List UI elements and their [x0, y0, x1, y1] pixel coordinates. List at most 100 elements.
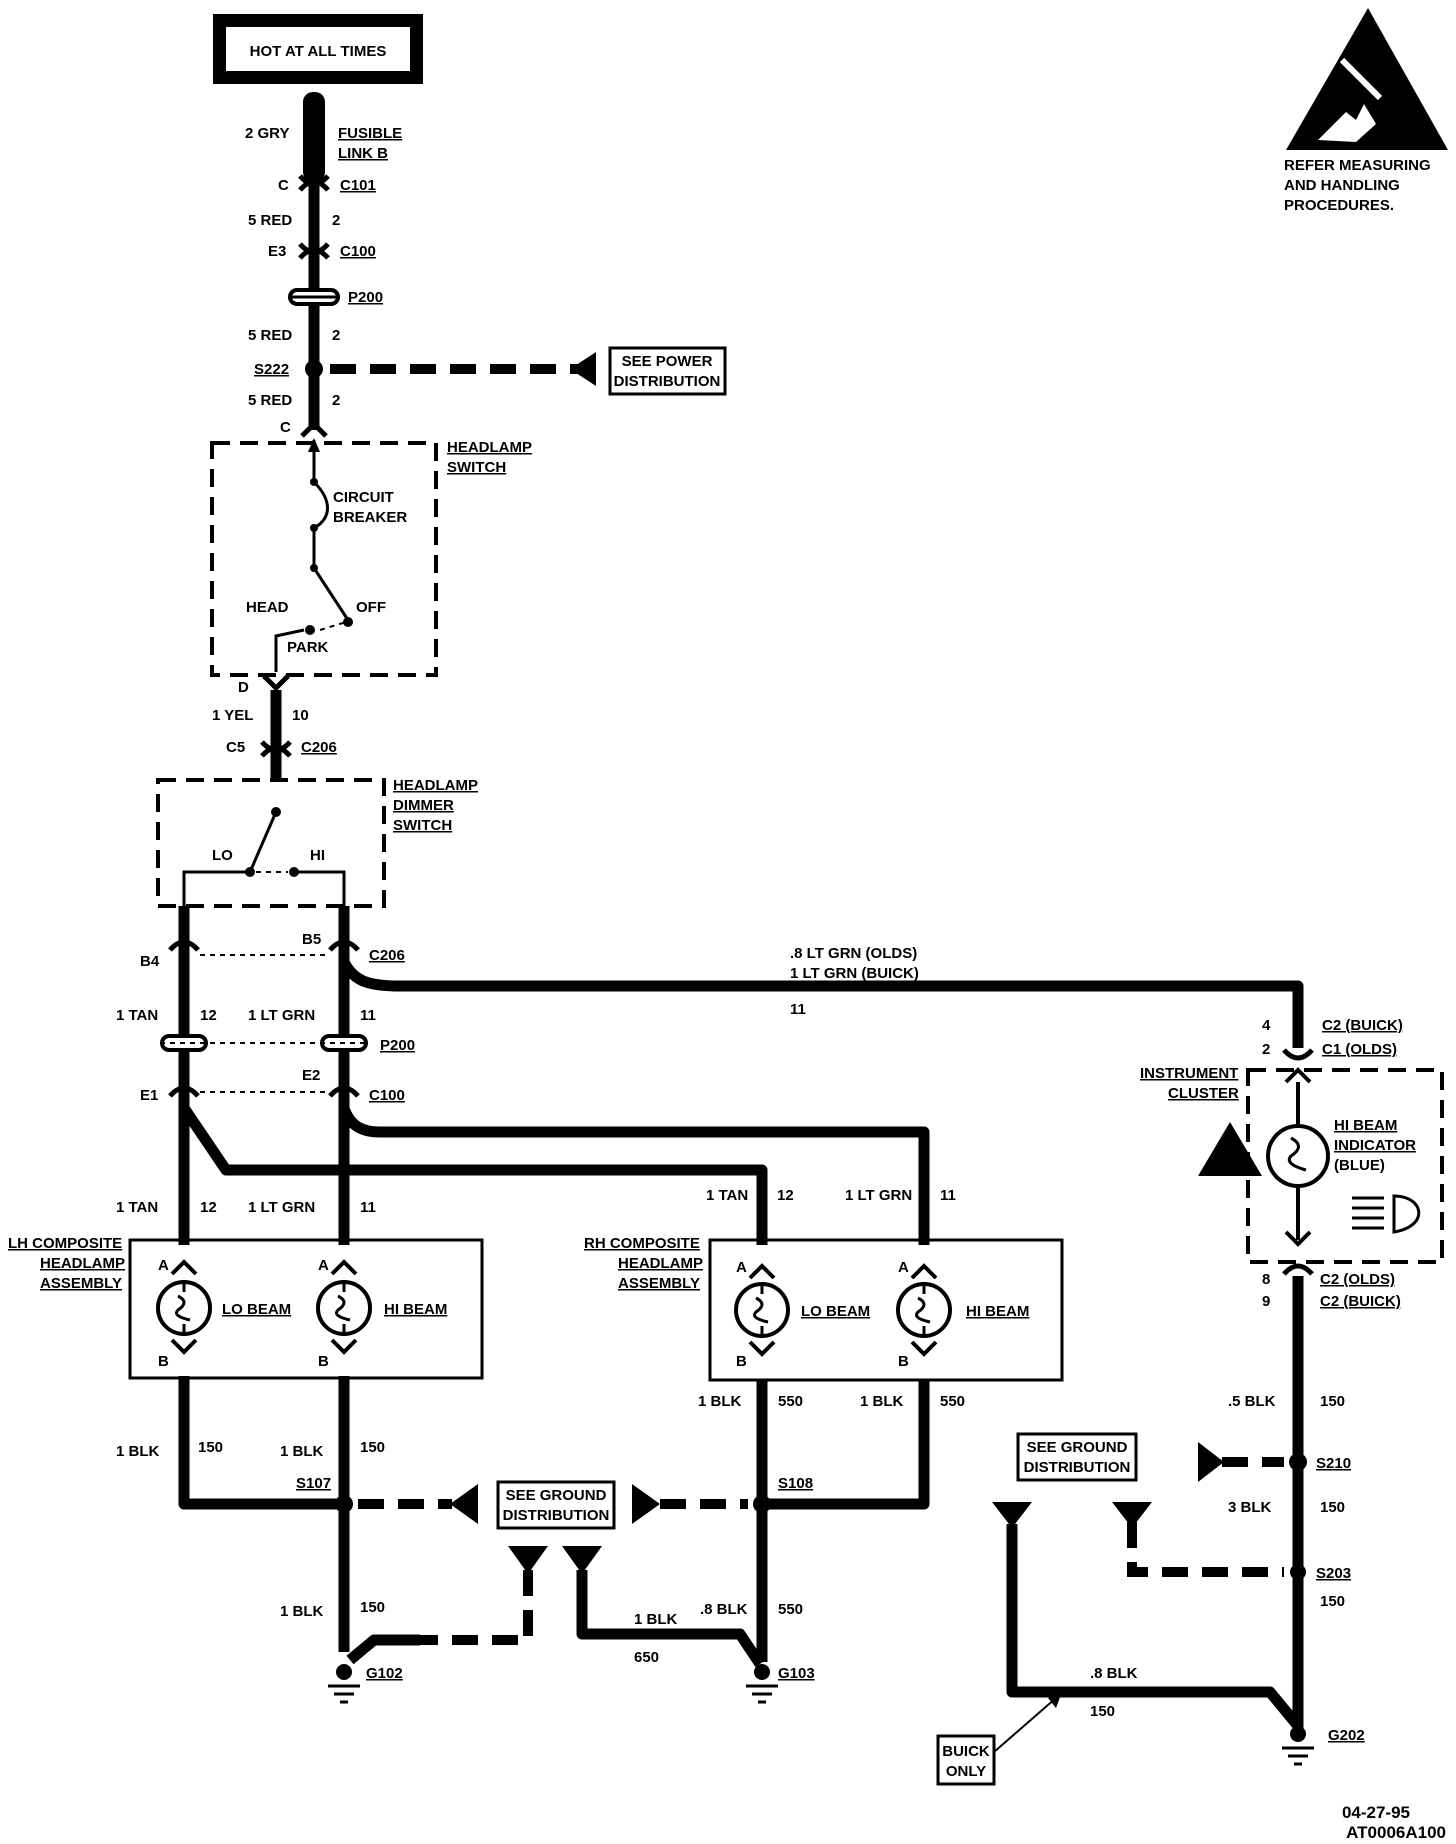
connector-c101	[298, 174, 330, 192]
switch-position-label: PARK	[287, 639, 329, 656]
pin-label: B5	[302, 931, 321, 948]
wire-label: 1 YEL	[212, 707, 253, 724]
lh-headlamp-assembly	[128, 1238, 484, 1380]
wire-tan-12-rh	[179, 1104, 768, 1245]
ground-label: G102	[366, 1665, 403, 1682]
connector-c100-top	[298, 242, 330, 260]
wire-lh-ground	[178, 1376, 350, 1652]
pin-label: 4	[1262, 1017, 1271, 1034]
wire-label: 11	[360, 1199, 376, 1216]
splice-label: S108	[778, 1475, 813, 1492]
circuit-breaker	[312, 440, 350, 621]
wire-label: 2	[332, 392, 340, 409]
dimmer-contacts	[182, 870, 346, 906]
component-label: DIMMER	[393, 797, 454, 814]
pin-label: A	[158, 1257, 169, 1274]
connector-c206-top	[260, 740, 292, 758]
ground-distribution-line	[420, 1570, 533, 1645]
buick-only-label: ONLY	[946, 1763, 986, 1780]
pin-label: 9	[1262, 1293, 1270, 1310]
ground-g102-icon	[336, 1664, 352, 1680]
pin-label: B	[736, 1353, 747, 1370]
diagram-id: AT0006A100	[1346, 1823, 1446, 1842]
esd-warning-icon	[1286, 8, 1448, 150]
wire-label: 11	[940, 1187, 956, 1204]
component-label: INDICATOR	[1334, 1137, 1416, 1154]
esd-warning-icon	[1198, 1122, 1262, 1176]
wire-label: .5 BLK	[1228, 1393, 1276, 1410]
splice-s108	[753, 1495, 771, 1513]
see-power-label: SEE POWER	[622, 353, 713, 370]
splice-label: S222	[254, 361, 289, 378]
wire-label: 150	[1320, 1499, 1345, 1516]
pin-label: B	[898, 1353, 909, 1370]
component-label: ASSEMBLY	[40, 1275, 122, 1292]
fusible-link-b	[303, 92, 325, 182]
wire-rh-ground	[756, 1380, 930, 1662]
ground-arrow-icon	[508, 1546, 548, 1574]
hi-beam-indicator-bulb-icon	[1266, 1124, 1330, 1188]
wire-label: 550	[778, 1601, 803, 1618]
connector-c100-mid	[168, 1085, 360, 1098]
see-ground-label: SEE GROUND	[506, 1487, 607, 1504]
buick-only-box	[936, 1734, 996, 1786]
pin-label: C	[278, 177, 289, 194]
wire-label: 12	[200, 1199, 217, 1216]
wire-g102-branch	[346, 1634, 420, 1665]
see-ground-box	[496, 1480, 616, 1530]
buick-only-label: BUICK	[942, 1743, 990, 1760]
ground-arrow-icon	[632, 1484, 660, 1524]
splice-s210	[1289, 1453, 1307, 1471]
component-label: HI BEAM	[1334, 1117, 1397, 1134]
switch-position-label: HEAD	[246, 599, 289, 616]
pin-label: 8	[1262, 1271, 1270, 1288]
esd-note-label: REFER MEASURING	[1284, 157, 1431, 174]
wire-label: 11	[360, 1007, 376, 1024]
wire-label: 150	[1320, 1593, 1345, 1610]
wire-label: 150	[198, 1439, 223, 1456]
wire-label: 2	[332, 212, 340, 229]
wire-label: 1 LT GRN	[248, 1199, 315, 1216]
wire-label: 1 BLK	[634, 1611, 678, 1628]
see-ground-label: SEE GROUND	[1027, 1439, 1128, 1456]
wire-label: 10	[292, 707, 309, 724]
fusible-link-label: LINK B	[338, 145, 388, 162]
pin-label: B	[318, 1353, 329, 1370]
pin-label: C	[280, 419, 291, 436]
ground-arrow-icon	[562, 1546, 602, 1574]
wire-label: 1 TAN	[116, 1007, 158, 1024]
ground-g202-icon	[1290, 1726, 1306, 1742]
wire-650	[576, 1570, 765, 1668]
hot-at-all-times-label: HOT AT ALL TIMES	[250, 43, 387, 60]
ground-arrow-icon	[450, 1484, 478, 1524]
splice-s222	[305, 360, 323, 378]
switch-position-label: HI	[310, 847, 325, 864]
component-label: BREAKER	[333, 509, 407, 526]
wire-label: 5 RED	[248, 212, 292, 229]
wire-label: 1 TAN	[116, 1199, 158, 1216]
dimmer-blade	[248, 811, 278, 873]
diagram-date: 04-27-95	[1342, 1803, 1410, 1822]
ground-label: G103	[778, 1665, 815, 1682]
component-label: HEADLAMP	[393, 777, 478, 794]
power-arrow-icon	[570, 352, 596, 386]
connector-label: C100	[340, 243, 376, 260]
wire-label: 1 BLK	[280, 1603, 324, 1620]
switch-input-pin	[300, 420, 328, 438]
pin-label: C5	[226, 739, 245, 756]
wire-label: 150	[360, 1599, 385, 1616]
switch-position-label: OFF	[356, 599, 386, 616]
component-label: (BLUE)	[1334, 1157, 1385, 1174]
pin-label: A	[318, 1257, 329, 1274]
ground-g103-icon	[754, 1664, 770, 1680]
wire-label: 150	[360, 1439, 385, 1456]
ground-distribution-line	[1127, 1522, 1284, 1577]
wire-hi-beam-indicator	[339, 959, 1304, 1048]
pin-label: B	[158, 1353, 169, 1370]
wire-label: 2	[332, 327, 340, 344]
connector-label: P200	[380, 1037, 415, 1054]
wire-label: 1 TAN	[706, 1187, 748, 1204]
wire-label: 1 BLK	[698, 1393, 742, 1410]
high-beam-symbol-icon	[1352, 1194, 1421, 1234]
